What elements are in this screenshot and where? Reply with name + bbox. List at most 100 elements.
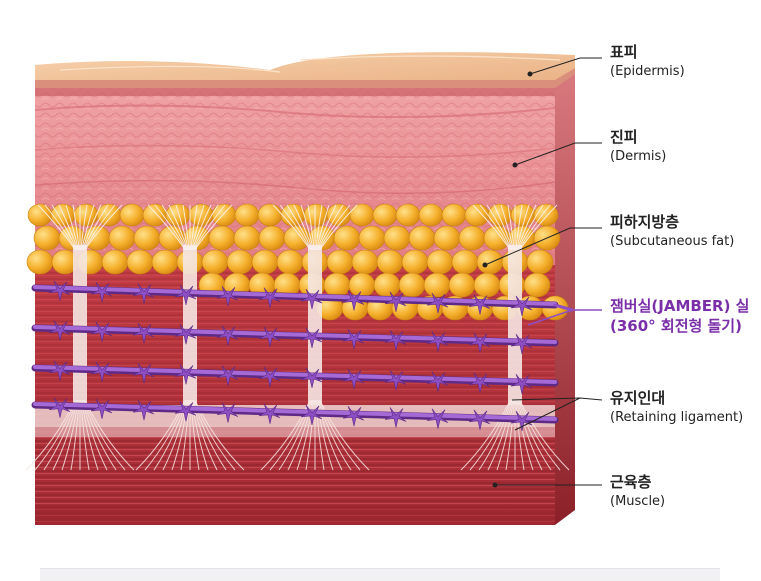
thread-barb <box>216 365 239 386</box>
fat-cell <box>119 203 145 227</box>
thread-barb <box>258 366 281 387</box>
thread-barb <box>174 324 197 345</box>
fat-cell <box>448 272 476 298</box>
leader-dermis <box>514 142 602 166</box>
thread-barb <box>510 410 533 432</box>
thread-barb <box>384 330 407 351</box>
epidermis-layer <box>35 52 575 96</box>
thread-barb <box>48 320 71 341</box>
fat-cell <box>451 249 479 275</box>
label-epidermis-en: (Epidermis) <box>610 64 685 79</box>
thread-line <box>31 397 559 432</box>
thread-barb <box>510 333 533 355</box>
fat-cell <box>476 249 504 275</box>
label-subcutaneous-en: (Subcutaneous fat) <box>610 234 735 249</box>
fat-cell <box>133 225 161 251</box>
label-thread: 잼버실(JAMBER) 실 (360° 회전형 돌기) <box>610 296 749 336</box>
fat-cell <box>358 225 386 251</box>
thread-barb <box>468 294 491 315</box>
fat-cell <box>372 203 398 227</box>
thread-barb <box>300 327 323 349</box>
thread-barb <box>300 288 323 310</box>
fat-cell <box>348 272 376 298</box>
label-thread-en: (360° 회전형 돌기) <box>610 317 742 335</box>
thread-barb <box>132 322 155 344</box>
fat-cell <box>276 249 304 275</box>
fat-cell <box>426 249 454 275</box>
thread-barb <box>468 332 491 353</box>
fat-cell <box>523 272 551 298</box>
thread-barb <box>90 321 113 342</box>
fat-cell <box>458 225 486 251</box>
fat-cell <box>441 203 467 227</box>
thread-barb <box>468 409 491 430</box>
fat-cell <box>258 225 286 251</box>
label-ligament: 유지인대 (Retaining ligament) <box>610 388 743 428</box>
label-muscle: 근육층 (Muscle) <box>610 472 665 512</box>
leader-subcutaneous <box>484 227 602 266</box>
thread-barb <box>174 364 197 385</box>
fat-cell <box>464 203 490 227</box>
ligament-bundle <box>460 204 570 471</box>
label-dermis: 진피 (Dermis) <box>610 127 666 167</box>
thread-barb <box>426 331 449 352</box>
thread-line <box>31 280 559 316</box>
fat-cell <box>33 225 61 251</box>
thread-barb <box>258 403 281 424</box>
thread-barb <box>300 404 323 426</box>
thread-barb <box>48 397 71 418</box>
thread-barb <box>90 398 113 419</box>
fat-cell <box>376 249 404 275</box>
thread-barb <box>426 408 449 429</box>
thread-barb <box>48 280 71 301</box>
fat-cell <box>96 203 122 227</box>
label-epidermis-ko: 표피 <box>610 43 638 61</box>
thread-barb <box>132 362 155 384</box>
block-side-face <box>555 70 575 525</box>
jamber-threads <box>31 280 574 432</box>
fat-cell <box>108 225 136 251</box>
thread-barb <box>342 329 365 350</box>
fat-cell <box>351 249 379 275</box>
fat-cell <box>73 203 99 227</box>
thread-barb <box>258 326 281 347</box>
label-ligament-ko: 유지인대 <box>610 389 666 407</box>
thread-barb <box>174 401 197 422</box>
leader-lines <box>482 57 603 488</box>
leader-ligament-2 <box>514 397 581 431</box>
label-subcutaneous: 피하지방층 (Subcutaneous fat) <box>610 212 734 252</box>
fat-cell <box>433 225 461 251</box>
fat-cell <box>349 203 375 227</box>
fat-cell <box>323 272 351 298</box>
thread-barb <box>426 371 449 392</box>
fat-cell <box>303 203 329 227</box>
thread-barb <box>90 282 113 303</box>
fat-cell <box>257 203 283 227</box>
thread-line <box>31 320 559 355</box>
fat-cell <box>251 249 279 275</box>
fat-cell <box>234 203 260 227</box>
thread-barb <box>258 287 281 308</box>
label-muscle-en: (Muscle) <box>610 494 666 509</box>
fat-cell <box>408 225 436 251</box>
fat-cell <box>326 249 354 275</box>
fat-cell <box>401 249 429 275</box>
thread-barb <box>384 370 407 391</box>
thread-barb <box>384 291 407 312</box>
label-epidermis: 표피 (Epidermis) <box>610 42 685 82</box>
label-thread-ko: 잼버실(JAMBER) 실 <box>610 297 750 315</box>
thread-barb <box>300 367 323 389</box>
fat-cell <box>526 249 554 275</box>
label-muscle-ko: 근육층 <box>610 473 652 491</box>
fat-cell <box>423 272 451 298</box>
thread-barb <box>342 290 365 311</box>
fat-cell <box>333 225 361 251</box>
ligament-bundle <box>25 204 135 471</box>
thread-barb <box>510 373 533 395</box>
thread-barb <box>174 284 197 306</box>
ligament-bundle <box>260 204 370 471</box>
fat-cell <box>233 225 261 251</box>
label-ligament-en: (Retaining ligament) <box>610 410 744 425</box>
thread-barb <box>216 402 239 423</box>
